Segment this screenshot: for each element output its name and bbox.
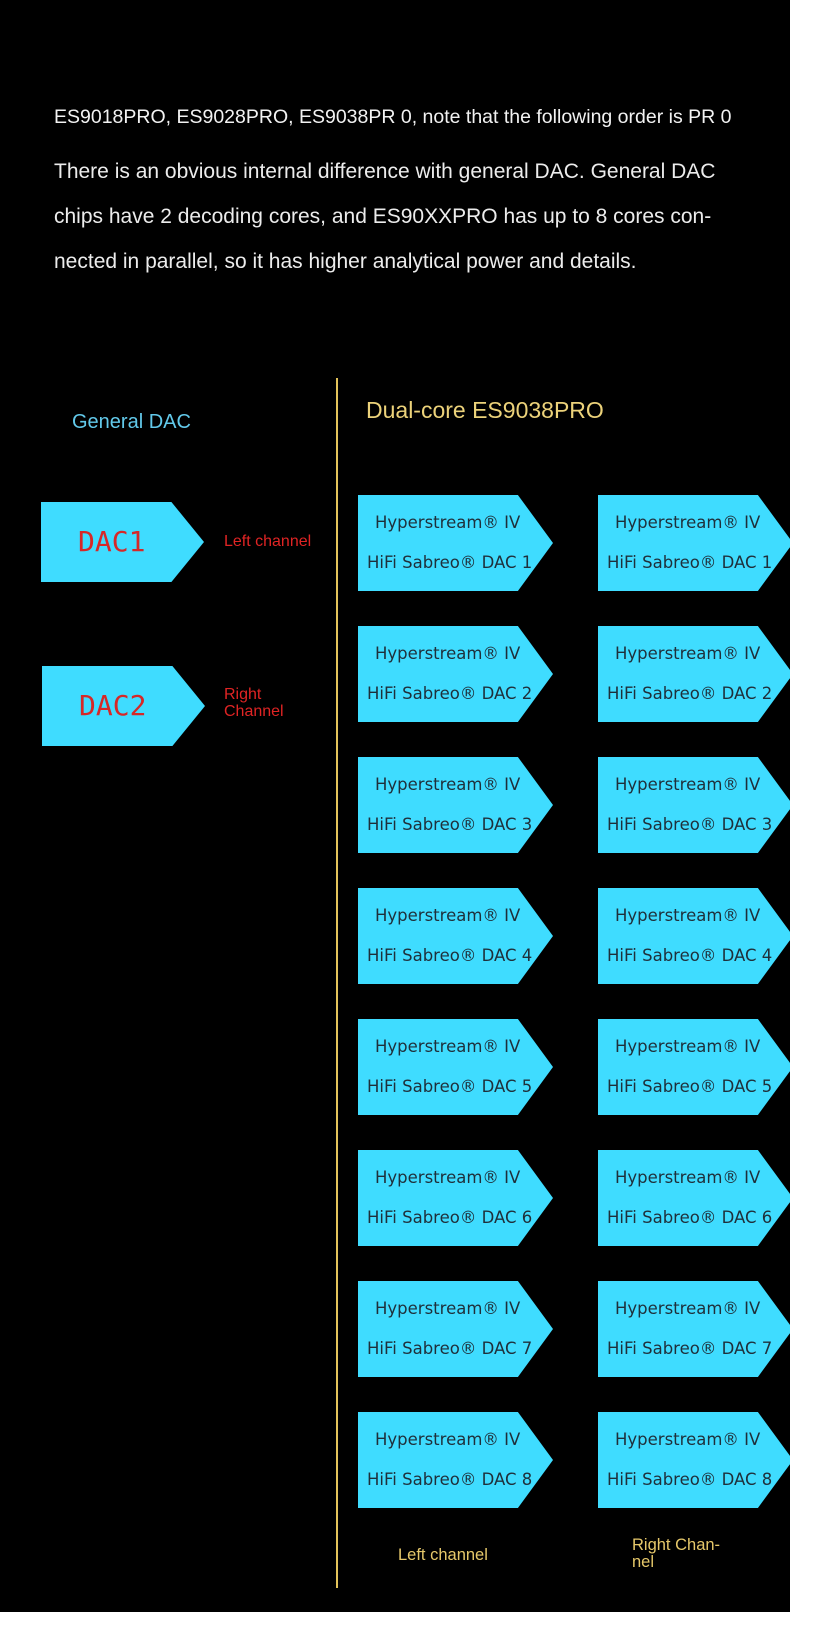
core-line-dac: HiFi Sabreo® DAC 4 <box>607 946 773 965</box>
left-channel-footer: Left channel <box>398 1547 488 1564</box>
core-line-dac: HiFi Sabreo® DAC 4 <box>367 946 533 965</box>
core-line-dac: HiFi Sabreo® DAC 2 <box>607 684 773 703</box>
dac2-channel-label: Right Channel <box>224 686 284 720</box>
dac1-channel-label: Left channel <box>224 533 311 550</box>
core-line-dac: HiFi Sabreo® DAC 3 <box>607 815 773 834</box>
core-line-hyperstream: Hyperstream® IV <box>375 775 521 794</box>
channel-label-line: Right <box>224 686 262 703</box>
core-line-dac: HiFi Sabreo® DAC 5 <box>367 1077 533 1096</box>
core-line-hyperstream: Hyperstream® IV <box>615 1430 761 1449</box>
dac1-block: DAC1 <box>41 502 204 582</box>
core-block-right-1: Hyperstream® IV HiFi Sabreo® DAC 1 <box>598 495 790 591</box>
core-block-left-4: Hyperstream® IV HiFi Sabreo® DAC 4 <box>358 888 553 984</box>
intro-line: There is an obvious internal difference … <box>54 160 716 183</box>
dual-core-title: Dual-core ES9038PRO <box>366 397 604 423</box>
core-line-dac: HiFi Sabreo® DAC 1 <box>607 553 773 572</box>
core-line-dac: HiFi Sabreo® DAC 5 <box>607 1077 773 1096</box>
core-line-dac: HiFi Sabreo® DAC 3 <box>367 815 533 834</box>
core-line-hyperstream: Hyperstream® IV <box>615 513 761 532</box>
general-dac-title: General DAC <box>72 411 191 433</box>
core-line-hyperstream: Hyperstream® IV <box>615 1168 761 1187</box>
core-block-left-8: Hyperstream® IV HiFi Sabreo® DAC 8 <box>358 1412 553 1508</box>
core-line-dac: HiFi Sabreo® DAC 6 <box>367 1208 533 1227</box>
intro-line: nected in parallel, so it has higher ana… <box>54 250 637 273</box>
core-block-left-6: Hyperstream® IV HiFi Sabreo® DAC 6 <box>358 1150 553 1246</box>
core-block-left-7: Hyperstream® IV HiFi Sabreo® DAC 7 <box>358 1281 553 1377</box>
core-line-hyperstream: Hyperstream® IV <box>375 1299 521 1318</box>
channel-label-line: Channel <box>224 703 284 720</box>
core-line-hyperstream: Hyperstream® IV <box>375 1168 521 1187</box>
core-line-dac: HiFi Sabreo® DAC 7 <box>367 1339 533 1358</box>
footer-line: nel <box>632 1553 655 1571</box>
footer-line: Left channel <box>398 1546 488 1564</box>
footer-line: Right Chan- <box>632 1536 721 1554</box>
core-line-hyperstream: Hyperstream® IV <box>375 906 521 925</box>
core-block-right-4: Hyperstream® IV HiFi Sabreo® DAC 4 <box>598 888 790 984</box>
core-line-hyperstream: Hyperstream® IV <box>615 1037 761 1056</box>
intro-paragraph: There is an obvious internal difference … <box>54 149 754 284</box>
dac2-block: DAC2 <box>42 666 205 746</box>
core-block-left-5: Hyperstream® IV HiFi Sabreo® DAC 5 <box>358 1019 553 1115</box>
core-line-hyperstream: Hyperstream® IV <box>615 906 761 925</box>
core-line-dac: HiFi Sabreo® DAC 8 <box>367 1470 533 1489</box>
channel-label-line: Left channel <box>224 533 312 550</box>
core-line-dac: HiFi Sabreo® DAC 6 <box>607 1208 773 1227</box>
core-line-hyperstream: Hyperstream® IV <box>615 1299 761 1318</box>
core-line-hyperstream: Hyperstream® IV <box>375 1430 521 1449</box>
intro-line: chips have 2 decoding cores, and ES90XXP… <box>54 205 712 228</box>
core-line-hyperstream: Hyperstream® IV <box>375 513 521 532</box>
core-block-left-3: Hyperstream® IV HiFi Sabreo® DAC 3 <box>358 757 553 853</box>
core-block-right-3: Hyperstream® IV HiFi Sabreo® DAC 3 <box>598 757 790 853</box>
dac-block-label: DAC1 <box>78 525 146 558</box>
core-block-left-2: Hyperstream® IV HiFi Sabreo® DAC 2 <box>358 626 553 722</box>
core-line-dac: HiFi Sabreo® DAC 2 <box>367 684 533 703</box>
core-block-right-7: Hyperstream® IV HiFi Sabreo® DAC 7 <box>598 1281 790 1377</box>
core-block-right-5: Hyperstream® IV HiFi Sabreo® DAC 5 <box>598 1019 790 1115</box>
core-line-dac: HiFi Sabreo® DAC 8 <box>607 1470 773 1489</box>
dac-block-label: DAC2 <box>79 689 147 722</box>
core-line-hyperstream: Hyperstream® IV <box>375 644 521 663</box>
diagram-canvas: ES9018PRO, ES9028PRO, ES9038PR 0, note t… <box>0 0 790 1612</box>
core-block-right-8: Hyperstream® IV HiFi Sabreo® DAC 8 <box>598 1412 790 1508</box>
core-line-dac: HiFi Sabreo® DAC 7 <box>607 1339 773 1358</box>
core-line-hyperstream: Hyperstream® IV <box>375 1037 521 1056</box>
right-channel-footer: Right Chan- nel <box>632 1537 720 1571</box>
section-divider <box>336 378 338 1588</box>
core-block-left-1: Hyperstream® IV HiFi Sabreo® DAC 1 <box>358 495 553 591</box>
core-block-right-6: Hyperstream® IV HiFi Sabreo® DAC 6 <box>598 1150 790 1246</box>
core-line-hyperstream: Hyperstream® IV <box>615 775 761 794</box>
core-line-dac: HiFi Sabreo® DAC 1 <box>367 553 533 572</box>
header-line: ES9018PRO, ES9028PRO, ES9038PR 0, note t… <box>54 106 732 128</box>
core-line-hyperstream: Hyperstream® IV <box>615 644 761 663</box>
core-block-right-2: Hyperstream® IV HiFi Sabreo® DAC 2 <box>598 626 790 722</box>
